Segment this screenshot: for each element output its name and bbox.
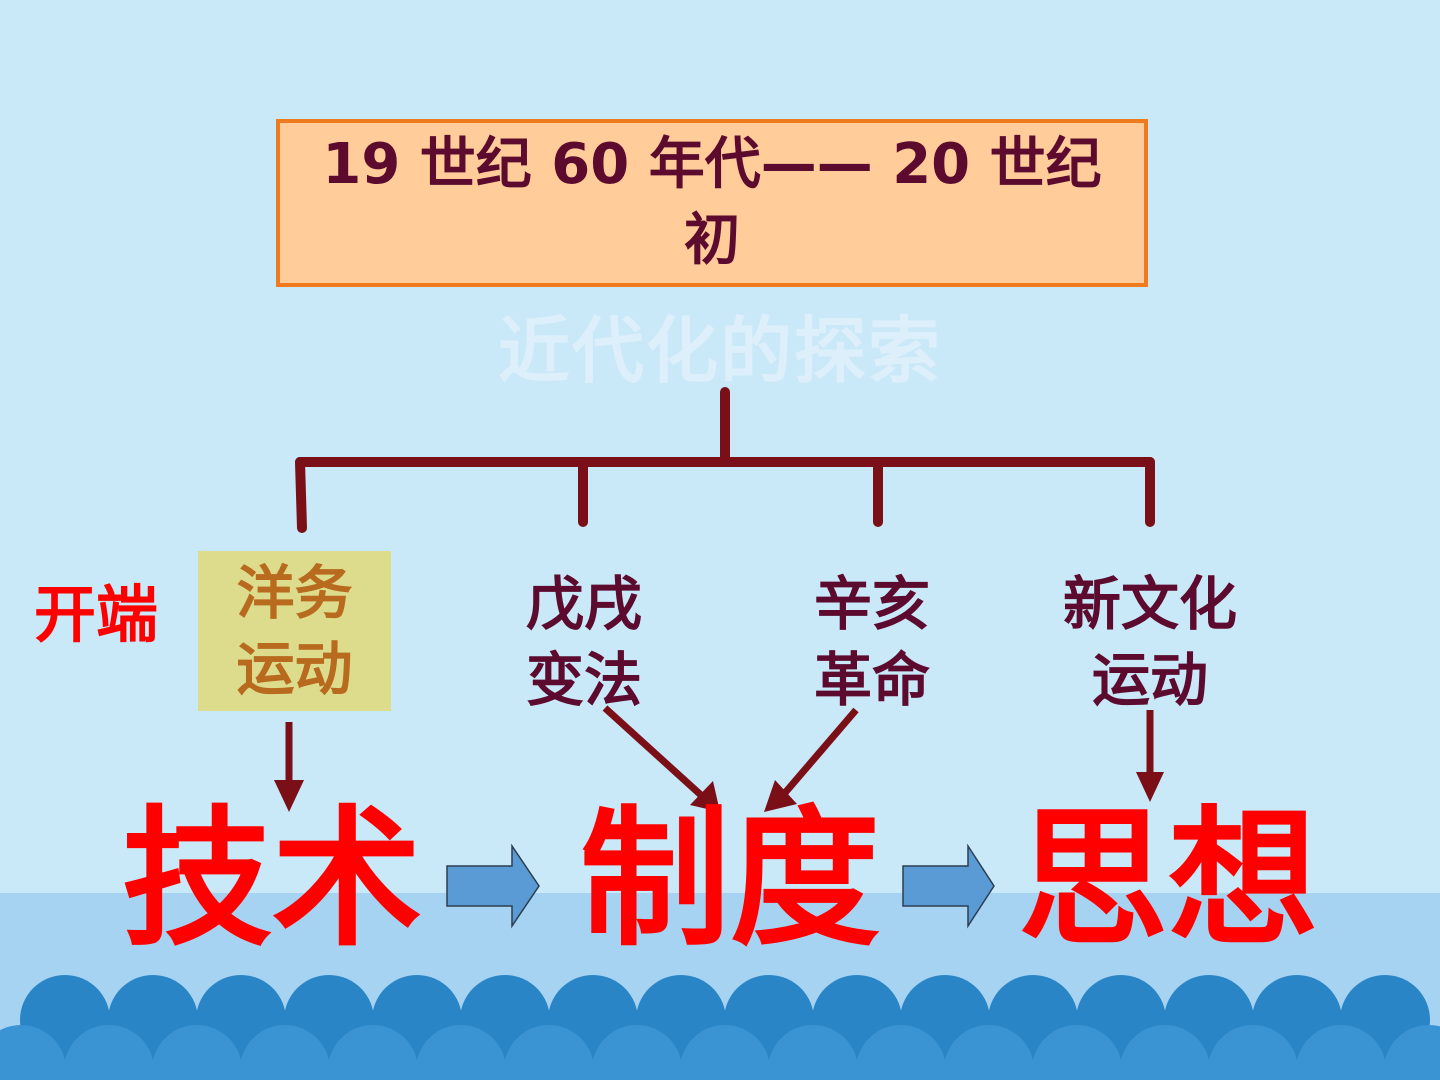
node-xinwenhua-label: 新文化运动 xyxy=(1062,570,1237,714)
arrowhead-xinwenhua xyxy=(1136,772,1164,802)
arrow-xinhai-system-shaft xyxy=(781,707,859,797)
start-label: 开端 xyxy=(34,578,159,651)
node-xinwenhua: 新文化运动 xyxy=(1040,566,1260,718)
node-wuxu: 戊戌变法 xyxy=(484,566,684,718)
arrowhead-wuxu xyxy=(690,781,720,812)
title-box: 19 世纪 60 年代—— 20 世纪初 xyxy=(276,119,1148,287)
outcome-technology: 技术 xyxy=(122,793,423,967)
node-yangwu-label: 洋务运动 xyxy=(236,559,353,703)
flow-arrow-technology-system xyxy=(446,843,540,929)
outcome-system: 制度 xyxy=(580,793,881,967)
node-yangwu: 洋务运动 xyxy=(198,551,391,711)
flow-arrow-system-thought xyxy=(902,843,995,929)
page-title: 19 世纪 60 年代—— 20 世纪初 xyxy=(322,132,1102,273)
arrow-wuxu-system-shaft xyxy=(602,705,705,799)
arrowhead-xinhai xyxy=(764,780,797,812)
node-xinhai-label: 辛亥革命 xyxy=(813,570,930,714)
node-wuxu-label: 戊戌变法 xyxy=(525,570,642,714)
arrowhead-yangwu xyxy=(274,780,304,812)
outcome-thought: 思想 xyxy=(1018,793,1319,967)
drop-yangwu xyxy=(295,457,307,533)
page-subtitle: 近代化的探索 xyxy=(497,309,942,393)
node-xinhai: 辛亥革命 xyxy=(772,566,972,718)
